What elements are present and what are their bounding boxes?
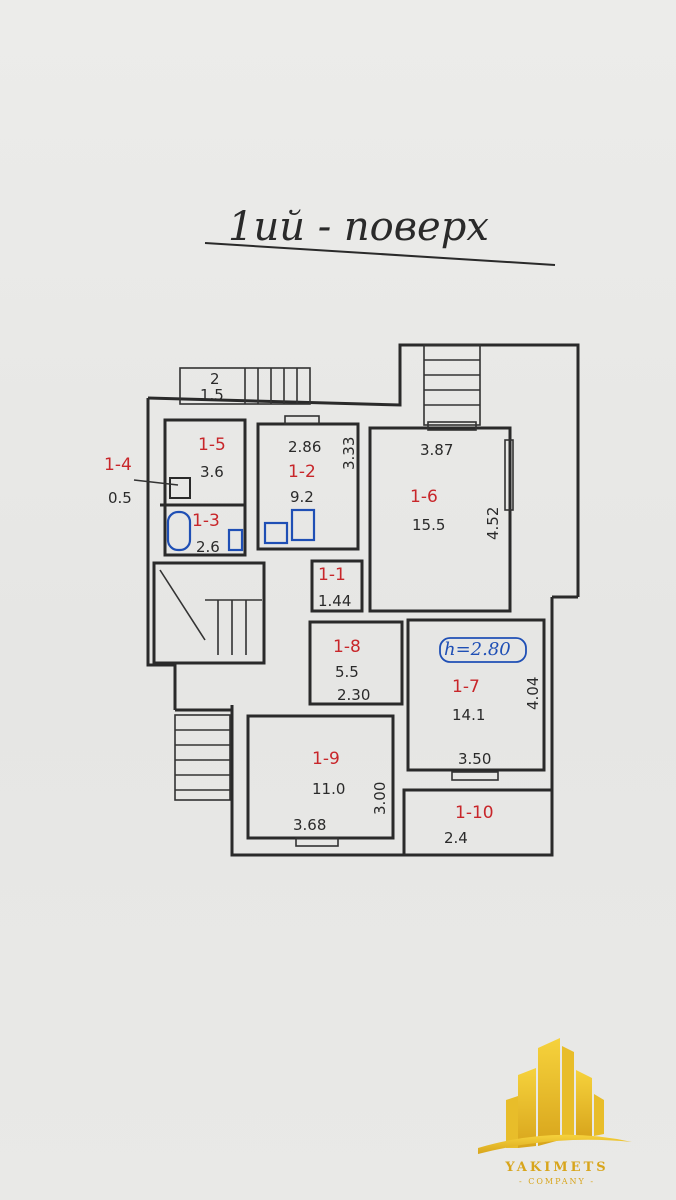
room-1-3-id: 1-3 [192, 511, 220, 531]
room-1-8-id: 1-8 [333, 637, 361, 657]
dim-2-30: 2.30 [337, 686, 370, 704]
outer-walls [146, 343, 580, 857]
brand-subtitle: - COMPANY - [518, 1177, 596, 1186]
title-underline [204, 242, 556, 266]
room-1-6-area: 15.5 [412, 516, 445, 534]
room-1-8-area: 5.5 [335, 663, 359, 681]
dimensions: 2.86 3.33 3.87 4.52 4.04 3.50 2.30 3.00 … [288, 437, 542, 834]
room-1-1-id: 1-1 [318, 565, 346, 585]
plan-title: 1ий - поверх [228, 204, 489, 250]
dim-2-86: 2.86 [288, 438, 321, 456]
room-1-2-area: 9.2 [290, 488, 314, 506]
balcony-id: 2 [210, 370, 220, 388]
inner-walls [152, 418, 546, 840]
dim-4-04: 4.04 [524, 677, 542, 710]
room-1-4-area: 0.5 [108, 489, 132, 507]
sanitary-fixtures [166, 477, 316, 552]
entrance-stair-bottom [174, 714, 231, 801]
balcony-area: 1.5 [200, 386, 224, 404]
room-1-3-area: 2.6 [196, 538, 220, 556]
room-1-7-id: 1-7 [452, 677, 480, 697]
room-1-9-id: 1-9 [312, 749, 340, 769]
room-1-5-id: 1-5 [198, 435, 226, 455]
brand-name: YAKIMETS [505, 1160, 609, 1175]
room-1-1-area: 1.44 [318, 592, 351, 610]
dim-3-87: 3.87 [420, 441, 453, 459]
internal-stair [159, 569, 262, 655]
ceiling-height-note: h=2.80 [444, 639, 511, 660]
dim-3-33: 3.33 [340, 437, 358, 470]
room-1-10-id: 1-10 [455, 803, 494, 823]
room-1-2-id: 1-2 [288, 462, 316, 482]
room-1-5-area: 3.6 [200, 463, 224, 481]
room-1-4-id: 1-4 [104, 455, 132, 475]
height-note-outline [439, 637, 527, 663]
dim-3-00: 3.00 [371, 782, 389, 815]
entrance-stair-top [423, 344, 481, 426]
dim-3-50: 3.50 [458, 750, 491, 768]
room-1-7-area: 14.1 [452, 706, 485, 724]
dim-4-52: 4.52 [484, 507, 502, 540]
dim-3-68: 3.68 [293, 816, 326, 834]
windows [284, 415, 514, 847]
room-1-9-area: 11.0 [312, 780, 345, 798]
room-1-6-id: 1-6 [410, 487, 438, 507]
company-logo-icon [478, 1038, 632, 1154]
balcony-stair [179, 367, 311, 405]
room-labels: 1-1 1.44 1-2 9.2 1-3 2.6 1-4 0.5 1-5 3.6… [104, 370, 494, 847]
room-1-10-area: 2.4 [444, 829, 468, 847]
